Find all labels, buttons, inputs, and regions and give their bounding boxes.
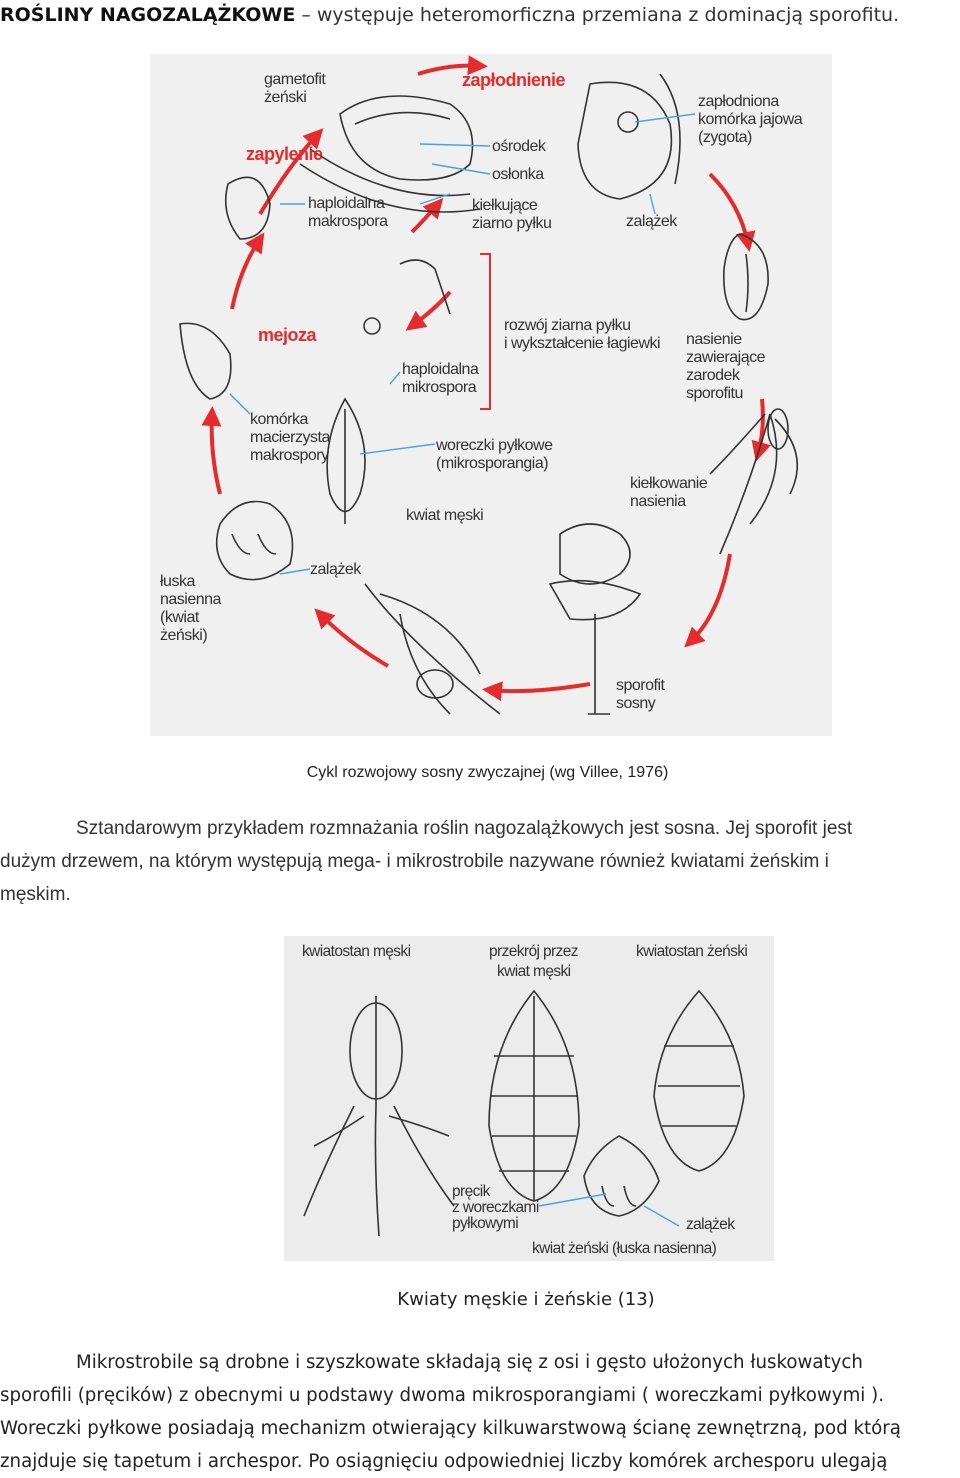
page-heading: ROŚLINY NAGOZALĄŻKOWE – występuje hetero… (0, 2, 960, 28)
label-gametofit: gametofit (264, 71, 326, 88)
figure1-caption: Cykl rozwojowy sosny zwyczajnej (wg Vill… (306, 764, 669, 781)
label-luska-3: (kwiat (160, 609, 200, 626)
label-kielkowanie-1: kiełkowanie (630, 475, 708, 492)
label-zenski: żeński (264, 89, 306, 106)
label-mejoza: mejoza (258, 325, 318, 345)
cycle-arrows (201, 55, 771, 702)
label-kwiat-zenski: kwiat żeński (łuska nasienna) (532, 1240, 717, 1257)
label-przekroj-1: przekrój przez (489, 943, 578, 960)
label-precik-1: pręcik (452, 1183, 491, 1200)
drawings (179, 73, 798, 715)
paragraph-2-line-2: sporofili (pręcików) z obecnymi u podsta… (0, 1385, 884, 1406)
label-haploidalna-2: haploidalna (402, 361, 479, 378)
label-nasienie-4: sporofitu (686, 385, 743, 402)
label-kwiatostan-meski: kwiatostan męski (302, 943, 411, 960)
label-rozwoj-2: i wykształcenie łagiewki (504, 335, 660, 352)
paragraph-2-line-3: Woreczki pyłkowe posiadają mechanizm otw… (0, 1418, 901, 1439)
label-precik-2: z woreczkami (452, 1199, 539, 1216)
label-luska-4: żeński) (160, 627, 207, 644)
heading-rest: – występuje heteromorficzna przemiana z … (295, 4, 900, 26)
label-sporofit-2: sosny (616, 695, 656, 712)
figure2-caption: Kwiaty męskie i żeńskie (13) (397, 1289, 655, 1310)
paragraph-1-line-2: dużym drzewem, na którym występują mega-… (0, 851, 829, 872)
label-zalazek-2: zalążek (310, 561, 362, 578)
label-nasienie-2: zawierające (686, 349, 766, 366)
bracket (480, 253, 491, 410)
label-zygota: (zygota) (698, 129, 752, 146)
paragraph-1: Sztandarowym przykładem rozmnażania rośl… (0, 812, 960, 911)
label-sporofit-1: sporofit (616, 677, 666, 694)
label-komorka-1: komórka (250, 411, 308, 428)
figure2-drawings (303, 989, 745, 1237)
pointer-lines (229, 113, 696, 575)
paragraph-2-line-4: znajduje się tapetum i archespor. Po osi… (0, 1451, 888, 1472)
flowers-figure: kwiatostan męski przekrój przez kwiat mę… (284, 936, 774, 1261)
label-przekroj-2: kwiat męski (497, 963, 571, 980)
label-oslonka: osłonka (492, 166, 544, 183)
label-mikrospora: mikrospora (402, 379, 477, 396)
figure1-labels: gametofit żeński zapłodnienie zapłodnion… (160, 70, 803, 712)
paragraph-2: Mikrostrobile są drobne i szyszkowate sk… (0, 1346, 960, 1478)
label-makrospora: makrospora (308, 213, 388, 230)
label-kwiat-meski: kwiat męski (406, 507, 483, 524)
label-luska-1: łuska (160, 573, 195, 590)
label-zaplodnienie: zapłodnienie (462, 70, 566, 90)
heading-bold: ROŚLINY NAGOZALĄŻKOWE (0, 4, 296, 26)
figure2-pointers (538, 1193, 680, 1227)
label-komorka-3: makrospory (250, 447, 329, 464)
label-kielkowanie-2: nasienia (630, 493, 686, 510)
figure2-labels: kwiatostan męski przekrój przez kwiat mę… (302, 943, 748, 1257)
label-nasienie-3: zarodek (686, 367, 741, 384)
paragraph-1-line-3: męskim. (0, 884, 71, 905)
paragraph-1-line-1: Sztandarowym przykładem rozmnażania rośl… (76, 818, 853, 839)
label-zapylenie: zapylenie (246, 144, 323, 164)
label-komorka-2: macierzysta (250, 429, 330, 446)
label-komorka-jajowa: komórka jajowa (698, 111, 803, 128)
label-zalazek-1: zalążek (626, 213, 678, 230)
paragraph-2-line-1: Mikrostrobile są drobne i szyszkowate sk… (76, 1352, 863, 1373)
label-woreczki-1: woreczki pyłkowe (435, 437, 553, 454)
label-zaplodniona: zapłodniona (698, 93, 779, 110)
label-luska-2: nasienna (160, 591, 222, 608)
label-kwiatostan-zenski: kwiatostan żeński (636, 943, 747, 960)
label-nasienie-1: nasienie (686, 331, 742, 348)
label-haploidalna-1: haploidalna (308, 195, 385, 212)
label-osrodek: ośrodek (492, 138, 547, 155)
life-cycle-figure: gametofit żeński zapłodnienie zapłodnion… (150, 54, 832, 736)
label-precik-3: pyłkowymi (452, 1215, 518, 1232)
label-rozwoj-1: rozwój ziarna pyłku (504, 317, 631, 334)
label-zalazek: zalążek (686, 1216, 735, 1233)
label-kielkujace: kiełkujące (472, 197, 538, 214)
label-ziarno-pylku: ziarno pyłku (472, 215, 551, 232)
label-woreczki-2: (mikrosporangia) (436, 455, 548, 472)
